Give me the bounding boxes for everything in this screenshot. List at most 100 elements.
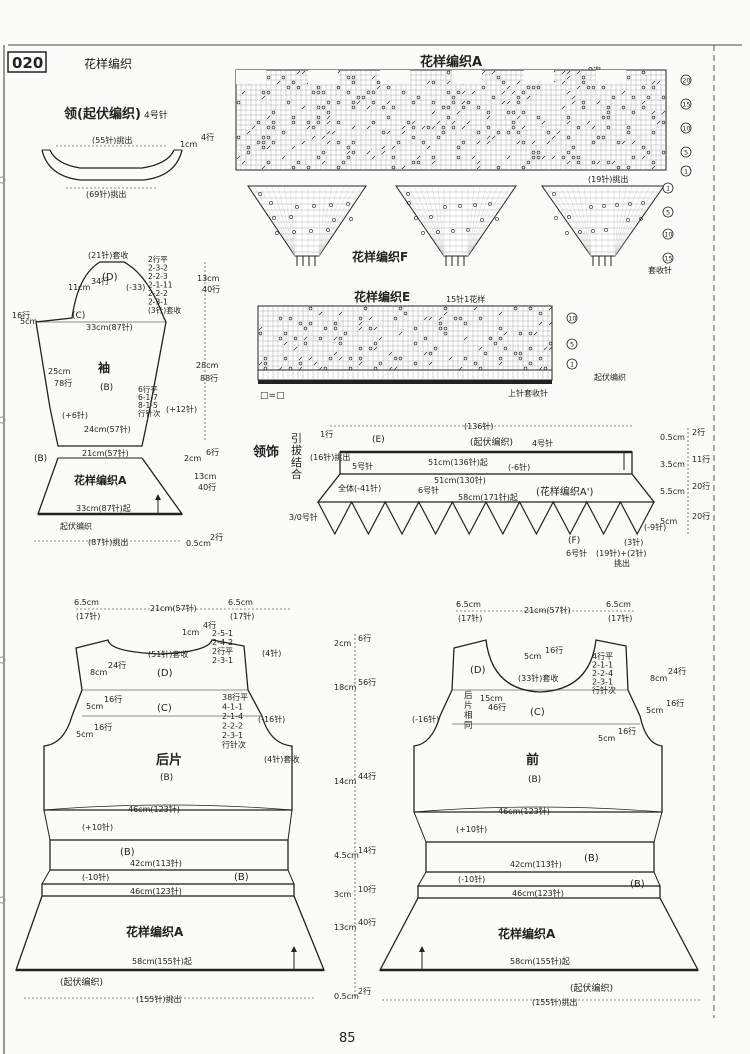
back-pattern: 花样编织A [126, 924, 184, 939]
sleeve-pattern-a: 花样编织A [74, 473, 127, 487]
back-width-46b: 46cm(123针) [130, 886, 182, 896]
front-neck-cm: 5cm [524, 652, 541, 661]
front-garter: (起伏编织) [570, 982, 613, 994]
front-name: 前 [526, 752, 539, 768]
schedule-line: 2-3-1 [592, 678, 613, 687]
schedule-line: 2-1-4 [222, 712, 243, 721]
back-inc-10: (+10针) [82, 822, 113, 832]
row-marker: 10 [568, 315, 576, 323]
back-c-cm: 5cm [86, 702, 103, 711]
neck-trim-width-51b: 51cm(130针) [434, 475, 486, 485]
front-zone-c: (C) [530, 707, 545, 718]
front-shoulder-r: 6.5cm [606, 600, 631, 609]
neck-trim-pattern-a2: (花样编织A') [536, 485, 593, 498]
front-neck-width: 21cm(57针) [524, 605, 571, 615]
neck-trim-f-needle: 6号针 [566, 548, 587, 558]
neck-trim-e-garter: (起伏编织) [470, 436, 513, 448]
back-neck-width: 21cm(57针) [150, 603, 197, 613]
sleeve-name: 袖 [98, 360, 110, 375]
schedule-line: 2-2-2 [222, 722, 243, 731]
neck-trim-needle-5: 5号针 [352, 461, 373, 471]
neck-trim-f-formula: (19针)+(2针) [596, 548, 646, 558]
sleeve-body-rows: 78行 [54, 378, 72, 388]
schedule-line: 2-3-1 [212, 656, 233, 665]
dim-cm: 14cm [334, 777, 357, 786]
back-name: 后片 [156, 752, 182, 768]
chart-a-pickup: (19针)挑出 [588, 174, 628, 184]
row-marker: 15 [682, 101, 690, 109]
schedule-line: 2-2-4 [592, 669, 613, 678]
chart-e-garter: 起伏编织 [594, 372, 626, 382]
chart-f-grid [247, 185, 665, 266]
back-bind4: (4针)套收 [264, 754, 299, 764]
front-width-46b: 46cm(123针) [512, 888, 564, 898]
neck-trim-f-label: (F) [568, 536, 580, 546]
schedule-line: 2-4-2 [212, 638, 233, 647]
sleeve-zone-c: (C) [72, 311, 85, 321]
front-inc-10: (+10针) [456, 824, 487, 834]
front-piece-diagram: 6.5cm (17针) 21cm(57针) 6.5cm (17针) (D) 5c… [378, 600, 700, 1007]
front-arm-rows: 24行 [668, 666, 686, 676]
dim-rows: 44行 [358, 771, 376, 781]
back-neck-rows: 4行 [203, 620, 216, 630]
collar-diagram: 领(起伏编织) 4号针 (55针)挑出 1cm 4行 (69针)挑出 [41, 106, 214, 199]
schedule-line: 行针次 [222, 740, 246, 750]
back-piece-diagram: 6.5cm (17针) 21cm(57针) 6.5cm (17针) 1cm 4行… [15, 598, 325, 1004]
collar-needle: 4号针 [144, 109, 168, 121]
chart-e-title: 花样编织E [354, 289, 410, 304]
front-mid-cm: 15cm [480, 694, 503, 703]
chart-e-cast-on: 上针套收针 [508, 388, 548, 398]
front-c-cm: 5cm [646, 706, 663, 715]
back-neck-cm: 1cm [182, 628, 199, 637]
sleeve-side-cm: 5cm [20, 317, 37, 326]
front-arm-cm: 8cm [650, 674, 667, 683]
collar-bottom-pickup: (69针)挑出 [86, 189, 126, 199]
front-c-rows: 16行 [666, 698, 684, 708]
schedule-line: 6行平 [138, 384, 158, 394]
sleeve-hem-rows: 2行 [210, 532, 223, 542]
neck-trim-needle-6: 6号针 [418, 485, 439, 495]
schedule-line: 2-5-1 [212, 629, 233, 638]
back-hem: 58cm(155针)起 [132, 956, 192, 966]
chart-f-title: 花样编织F [352, 249, 408, 264]
dim-rows: 2行 [692, 427, 705, 437]
sleeve-inc-left: (+6针) [62, 410, 88, 420]
neck-trim-dec-6: (-6针) [508, 462, 530, 472]
dim-rows: 40行 [358, 917, 376, 927]
sleeve-garter: 起伏编织 [60, 521, 92, 531]
neck-trim-width-51a: 51cm(136针)起 [428, 457, 488, 467]
neck-trim-title: 领饰 [253, 444, 279, 460]
dim-cm: 13cm [334, 923, 357, 932]
neck-trim-side-needle: 3/0号针 [289, 512, 318, 522]
dim-cm: 0.5cm [334, 992, 359, 1001]
collar-top-pickup: (55针)挑出 [92, 135, 132, 145]
front-stitch: (B) [528, 775, 541, 785]
sleeve-hem-cm: 0.5cm [186, 539, 211, 548]
back-neck-bind: (51针)套收 [148, 649, 188, 659]
dim-rows: 20行 [692, 511, 710, 521]
sleeve-width-21: 21cm(57针) [82, 448, 129, 458]
page-code: 020 [12, 54, 43, 72]
row-marker: 1 [684, 168, 688, 176]
dim-cm: 2cm [334, 639, 351, 648]
front-low-rows: 16行 [618, 726, 636, 736]
collar-title: 领(起伏编织) [64, 106, 141, 122]
schedule-line: 2-2-3 [148, 272, 168, 281]
back-shoulder-l: 6.5cm [74, 598, 99, 607]
middle-dimensions: 2cm6行18cm56行14cm44行4.5cm14行3cm10行13cm40行… [334, 633, 376, 1001]
side-char: 拔 [291, 443, 302, 457]
back-c-rows: 16行 [104, 694, 122, 704]
page-code-box [7, 51, 47, 73]
sleeve-cap-rows: 34行 [91, 276, 109, 286]
front-hem: 58cm(155针)起 [510, 956, 570, 966]
